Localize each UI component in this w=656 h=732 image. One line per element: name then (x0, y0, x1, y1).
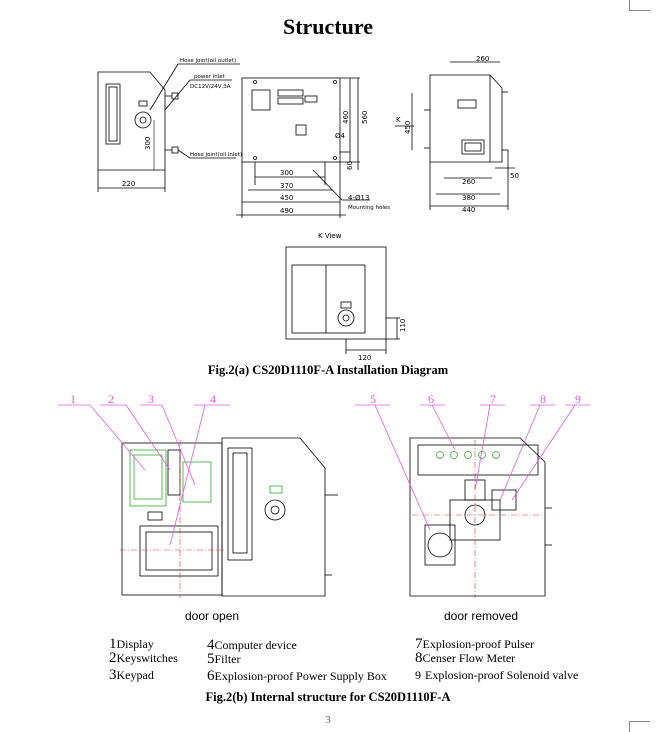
callout-3: 3 (148, 392, 154, 406)
callout-4: 4 (210, 392, 216, 406)
label-power-inlet: power inlet (194, 74, 226, 80)
label-hose-outlet: Hose joint(oil outlet) (180, 58, 236, 64)
legend-item-1: 1Display (109, 636, 154, 652)
cabinet-door-removed (409, 437, 552, 597)
fig-b-caption: Fig.2(b) Internal structure for CS20D111… (205, 690, 451, 704)
legend-item-6: 6Explosion-proof Power Supply Box (207, 668, 387, 684)
legend-item-2: 2Keyswitches (109, 650, 178, 666)
dim-right-height: 450 (404, 121, 412, 134)
callout-6: 6 (428, 392, 434, 406)
legend-item-4: 4Computer device (207, 637, 297, 653)
dim-right-d3: 440 (462, 206, 475, 214)
dim-kview-d2: 110 (399, 319, 407, 332)
center-lines (120, 440, 545, 598)
internal-structure-diagram: 1 2 3 4 5 6 7 8 9 (58, 392, 590, 598)
label-power-spec: DC12V/24V,3A (190, 84, 231, 90)
callout-8: 8 (540, 392, 546, 406)
label-bolt: Ø4 (335, 132, 346, 140)
k-view (285, 246, 400, 354)
dim-front-h3: 60 (346, 161, 354, 170)
dim-right-d1: 260 (462, 178, 475, 186)
right-side-view (395, 61, 515, 210)
dim-right-top: 260 (476, 55, 489, 63)
door-open-label: door open (185, 609, 240, 623)
legend-item-7: 7Explosion-proof Pulser (415, 636, 535, 652)
dim-front-h1: 460 (342, 111, 350, 124)
dim-front-w1: 300 (280, 169, 293, 177)
side-view (97, 63, 240, 192)
legend-item-3: 3Keypad (109, 667, 154, 683)
callout-2: 2 (108, 392, 114, 406)
cabinet-door-open (121, 437, 338, 597)
dim-right-d4: 50 (510, 172, 519, 180)
page-title: Structure (282, 14, 374, 39)
dim-side-height: 300 (144, 137, 152, 150)
callout-7: 7 (490, 392, 496, 406)
legend-item-5: 5Filter (207, 651, 241, 667)
label-mounting-holes: Mounting holes (348, 205, 390, 211)
crop-mark-top-right (629, 0, 650, 11)
dim-front-h2: 560 (361, 111, 369, 124)
callout-5: 5 (370, 392, 376, 406)
dim-front-w2: 370 (280, 182, 293, 190)
callout-9: 9 (575, 392, 581, 406)
page-number: 3 (325, 714, 331, 726)
fig-a-caption: Fig.2(a) CS20D1110F-A Installation Diagr… (207, 363, 449, 377)
front-view (236, 77, 370, 218)
installation-diagram: Hose joint(oil outlet) power inlet DC12V… (97, 55, 519, 362)
dim-right-d2: 380 (462, 194, 475, 202)
dim-front-w4: 490 (280, 207, 293, 215)
label-hose-inlet: Hose joint(oil inlet) (190, 152, 242, 158)
dim-kview-d1: 120 (358, 354, 371, 362)
callout-1: 1 (70, 392, 76, 406)
label-k-arrow: K (396, 116, 401, 124)
label-mounting-holes-spec: 4-Ø13 (348, 194, 369, 202)
dim-front-w3: 450 (280, 194, 293, 202)
dim-side-width: 220 (122, 180, 135, 188)
crop-mark-bottom-right (629, 721, 650, 732)
k-view-label: K View (318, 232, 342, 240)
legend-item-8: 8Censer Flow Meter (415, 650, 516, 666)
callout-leaders (58, 404, 590, 546)
door-removed-label: door removed (444, 609, 519, 623)
